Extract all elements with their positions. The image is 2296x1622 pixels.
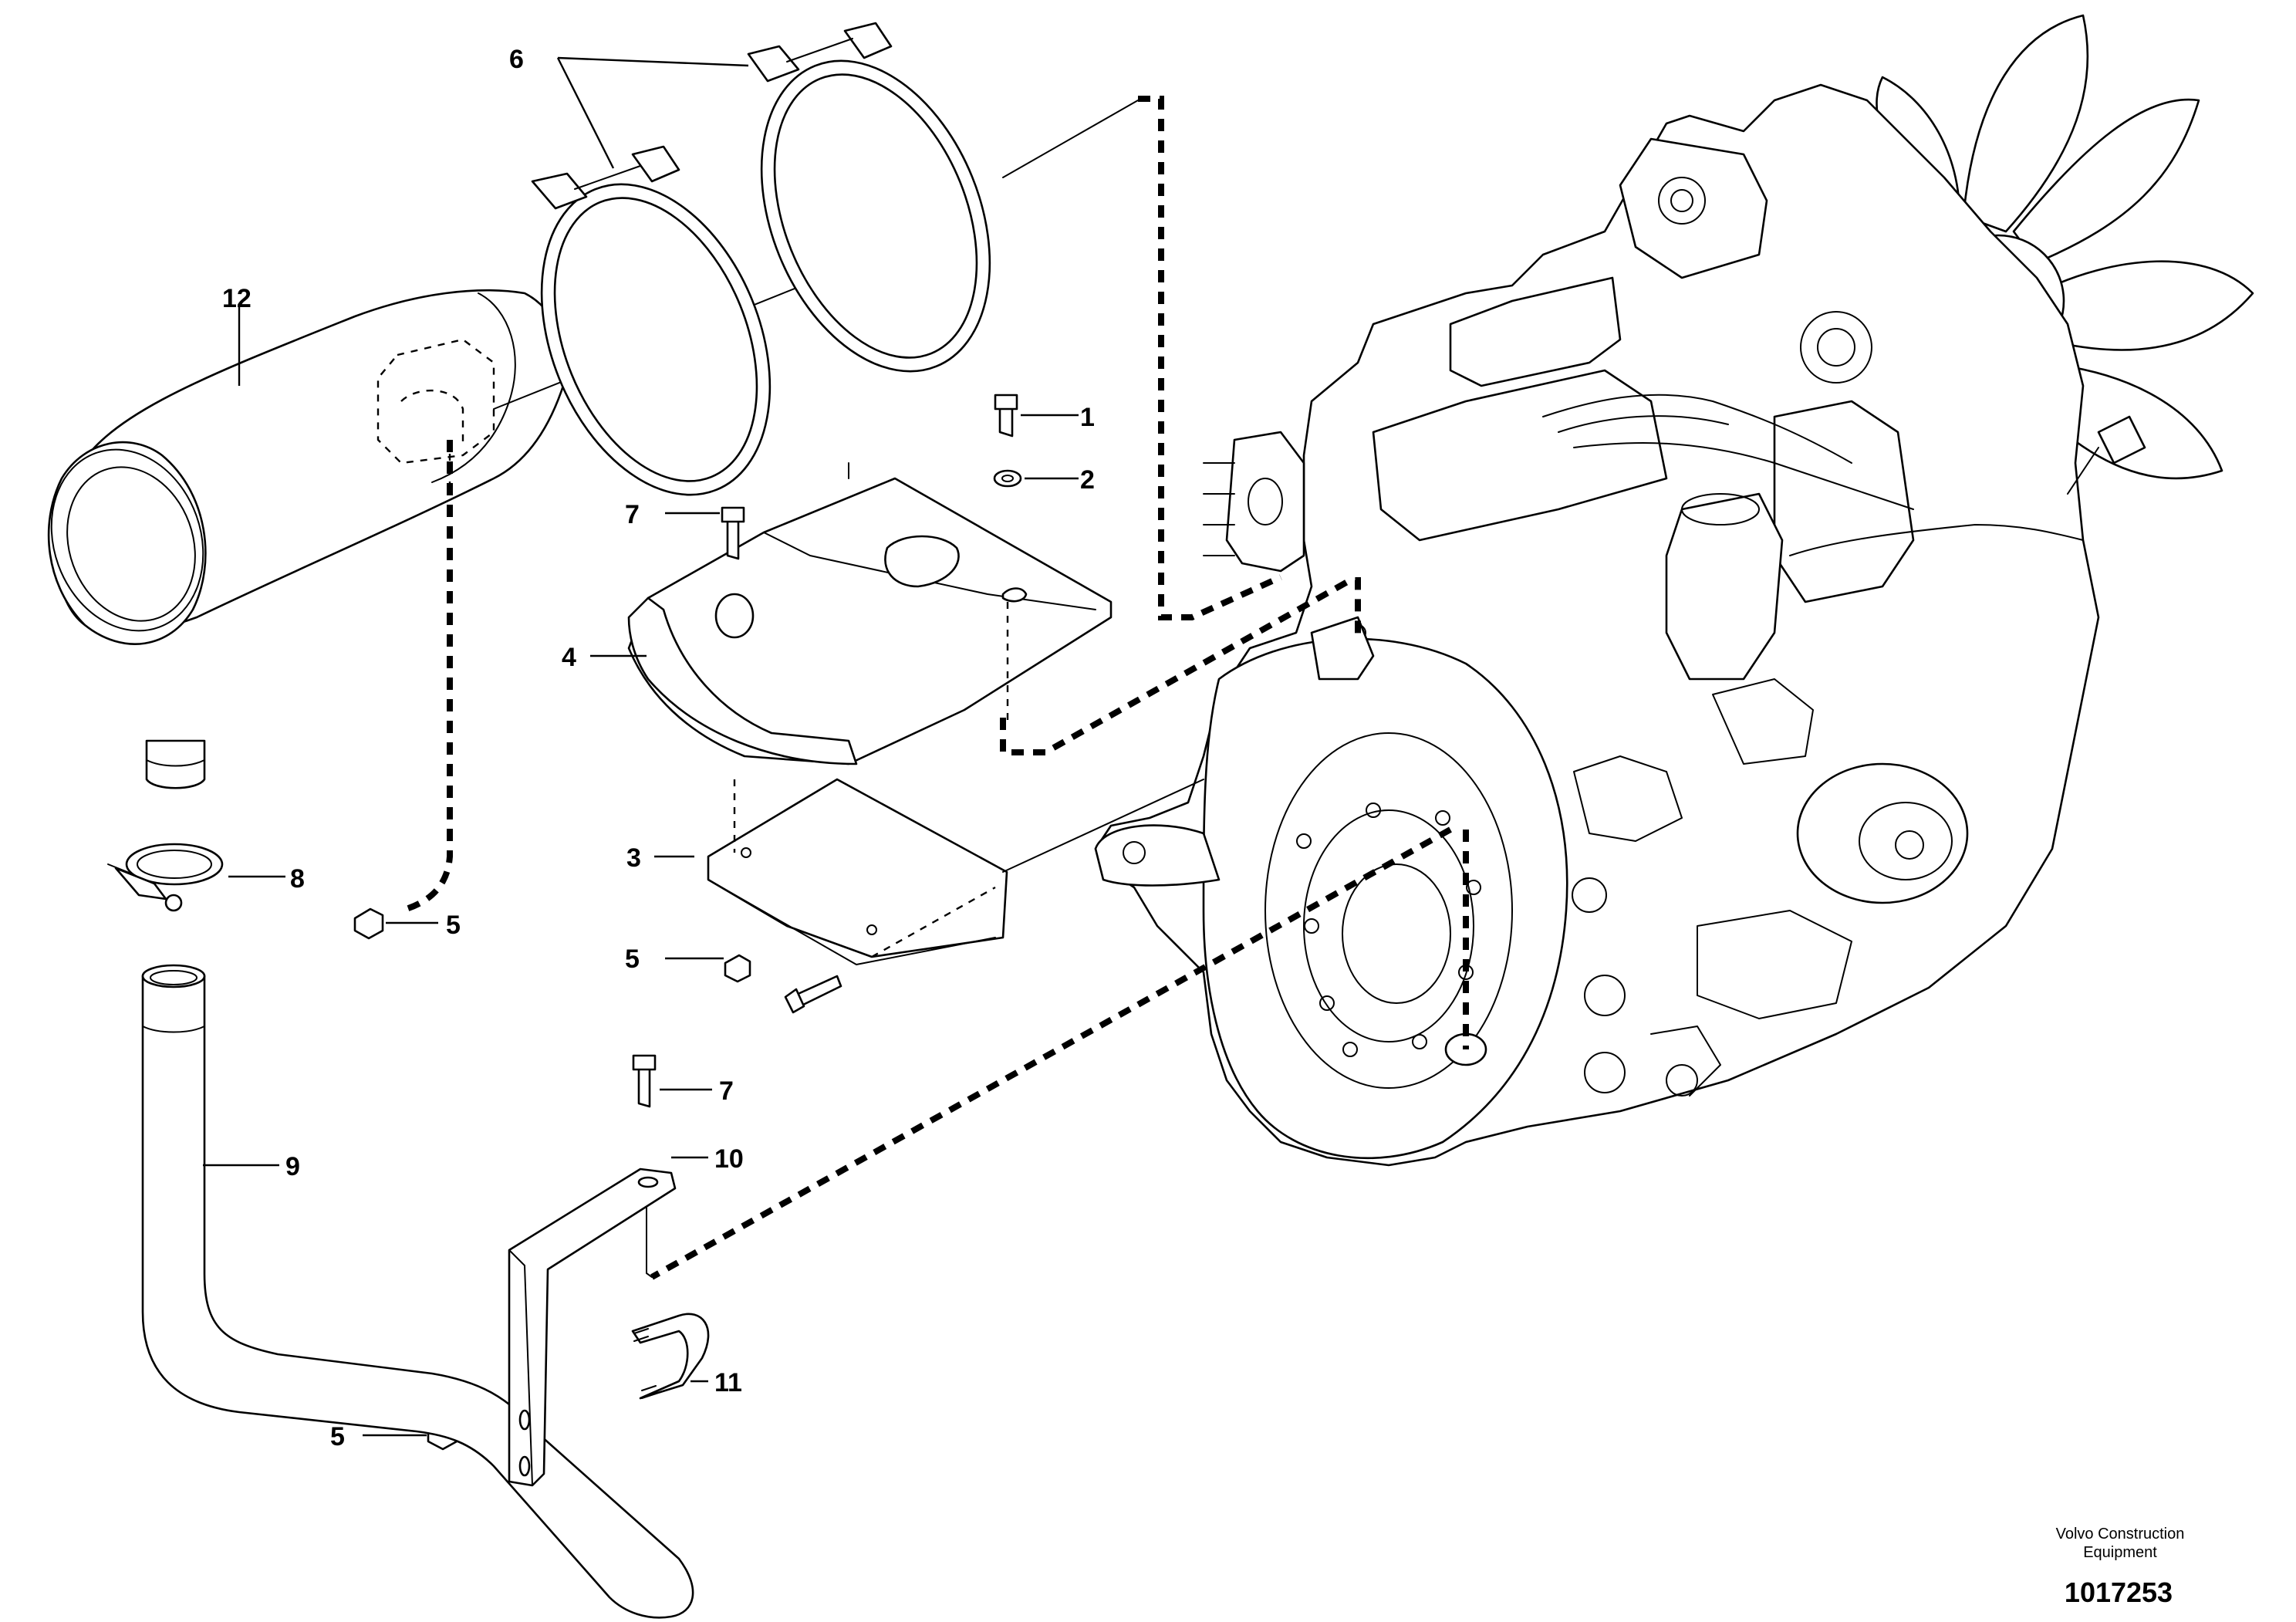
support-bracket	[508, 1168, 677, 1487]
callout-7-upper: 7	[625, 500, 640, 529]
clamps	[531, 22, 991, 496]
engine-assembly	[1094, 14, 2254, 1167]
muffler	[47, 289, 566, 789]
bolt-1	[994, 394, 1018, 438]
bolt-7-upper	[721, 506, 745, 560]
callout-2: 2	[1080, 465, 1095, 495]
flywheel-housing	[1202, 637, 1568, 1160]
callout-10: 10	[714, 1144, 744, 1174]
callout-6: 6	[509, 45, 524, 74]
credit-line-2: Equipment	[2083, 1544, 2157, 1561]
callout-1: 1	[1080, 403, 1095, 432]
callout-3: 3	[626, 843, 641, 873]
callout-5-middle: 5	[625, 944, 640, 974]
document-number: 1017253	[2065, 1576, 2173, 1608]
callout-12: 12	[222, 284, 252, 313]
tailpipe	[141, 964, 694, 1619]
oil-filter	[1796, 762, 1969, 904]
callout-5-upper: 5	[446, 911, 461, 940]
nut-5-middle	[724, 954, 751, 983]
bolt-7-lower	[632, 1054, 657, 1108]
callout-11: 11	[714, 1368, 742, 1397]
footer: Volvo Construction Equipment 1017253	[2056, 1526, 2185, 1608]
callout-9: 9	[285, 1152, 300, 1181]
callout-4: 4	[562, 643, 576, 672]
callout-5-lower: 5	[330, 1422, 345, 1451]
assembly-lines	[400, 96, 1469, 1280]
heat-shield	[627, 477, 1113, 765]
callout-7-lower: 7	[719, 1076, 734, 1106]
nut-5-upper	[353, 907, 384, 940]
bolt-bracket	[784, 975, 842, 1014]
leader-lines	[203, 56, 1079, 1437]
u-bolt	[631, 1313, 710, 1400]
washer-2	[993, 469, 1022, 488]
callout-labels: 1 2 3 4 5 5 5 6 7 7 8 9 10 11 12	[222, 45, 1095, 1451]
bracket-plate	[707, 778, 1008, 965]
callout-8: 8	[290, 864, 305, 894]
pipe-clamp	[107, 843, 224, 912]
credit-line-1: Volvo Construction	[2056, 1526, 2185, 1543]
